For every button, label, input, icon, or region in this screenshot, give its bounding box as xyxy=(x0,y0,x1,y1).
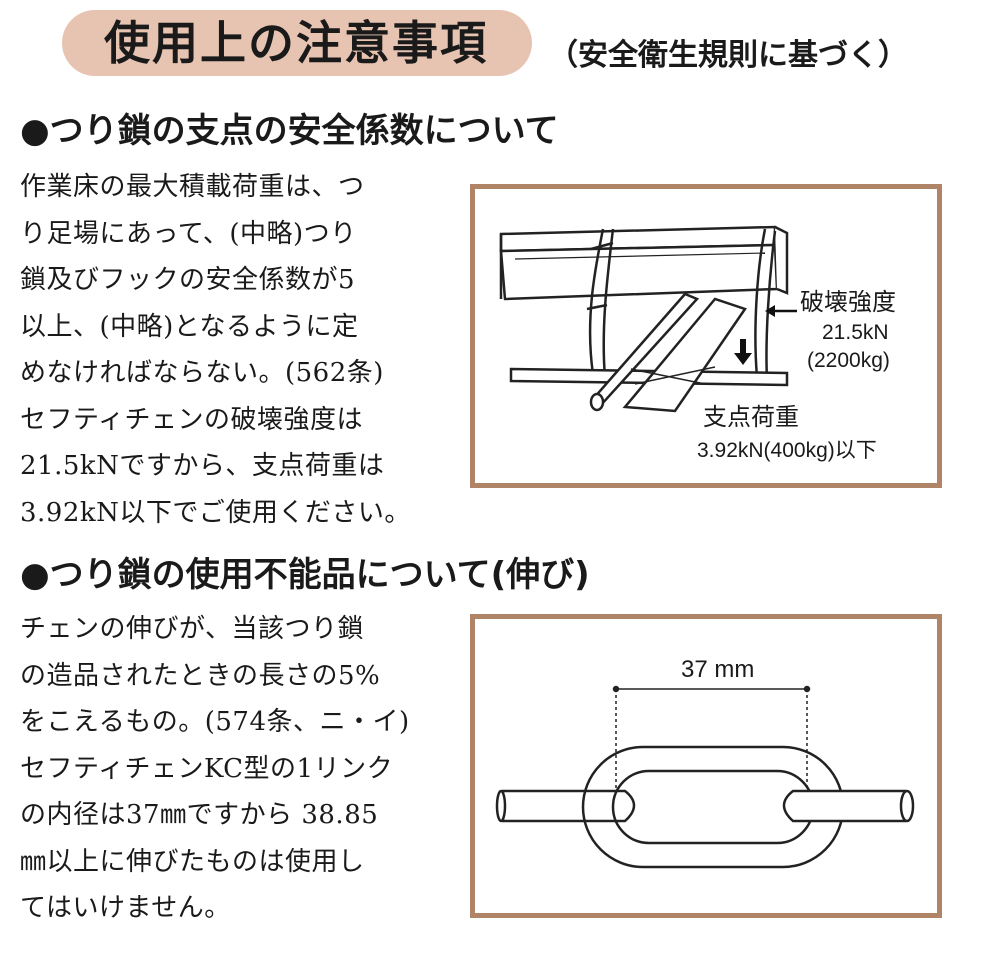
dimension-label: 37 mm xyxy=(681,656,754,683)
section2-line: てはいけません。 xyxy=(20,893,231,923)
page-title: 使用上の注意事項 xyxy=(104,16,488,70)
section1-line: 21.5kNですから、支点荷重は xyxy=(20,451,385,481)
pipe-and-plank-drawing xyxy=(509,292,789,413)
section1-line: 以上、(中略)となるように定 xyxy=(20,311,359,342)
section2-line: の造品されたときの長さの5% xyxy=(20,660,381,691)
right-link xyxy=(782,789,907,823)
section1-heading: ●つり鎖の支点の安全係数について xyxy=(20,111,559,151)
section1-line: めなければならない。(562条) xyxy=(20,358,384,388)
support-load-label: 支点荷重 xyxy=(703,404,799,431)
section2-line: ㎜以上に伸びたものは使用し xyxy=(20,846,365,877)
chain-link-illustration: 37 mm xyxy=(495,656,915,869)
break-strength-kg: (2200kg) xyxy=(807,349,890,372)
section2-line: チェンの伸びが、当該つり鎖 xyxy=(20,614,364,644)
title-background xyxy=(62,10,532,76)
section1-line: 3.92kN以下でご使用ください。 xyxy=(20,497,411,528)
section1-line: 作業床の最大積載荷重は、つ xyxy=(20,172,365,202)
support-load-illustration: 破壊強度 21.5kN (2200kg) 支点荷重 3.92kN(400kg)以… xyxy=(499,225,896,462)
chain-elongation-figure: 37 mm xyxy=(470,614,942,918)
break-strength-label: 破壊強度 xyxy=(800,289,896,316)
section2-line: セフティチェンKC型の1リンク xyxy=(20,753,394,784)
break-strength-kn: 21.5kN xyxy=(822,321,889,344)
section1-line: 鎖及びフックの安全係数が5 xyxy=(20,265,356,295)
chain-drawing xyxy=(586,228,777,380)
page-subtitle: （安全衛生規則に基づく） xyxy=(548,38,908,73)
section1-line: り足場にあって、(中略)つり xyxy=(20,218,357,249)
dimension-line xyxy=(612,685,811,799)
section2-body: チェンの伸びが、当該つり鎖 の造品されたときの長さの5% をこえるもの。(574… xyxy=(20,606,440,932)
section2-line: の内径は37㎜ですから 38.85 xyxy=(20,800,379,830)
support-load-arrow xyxy=(734,339,752,365)
beam-drawing xyxy=(499,225,789,301)
support-load-figure: 破壊強度 21.5kN (2200kg) 支点荷重 3.92kN(400kg)以… xyxy=(470,184,942,488)
section2-line: をこえるもの。(574条、ニ・イ) xyxy=(20,707,410,737)
section1-line: セフティチェンの破壊強度は xyxy=(20,404,363,435)
left-link xyxy=(501,789,636,823)
section1-body: 作業床の最大積載荷重は、つ り足場にあって、(中略)つり 鎖及びフックの安全係数… xyxy=(20,164,440,536)
support-load-value: 3.92kN(400kg)以下 xyxy=(697,439,877,462)
break-strength-arrow xyxy=(765,305,797,317)
section2-heading: ●つり鎖の使用不能品について(伸び) xyxy=(20,555,590,595)
